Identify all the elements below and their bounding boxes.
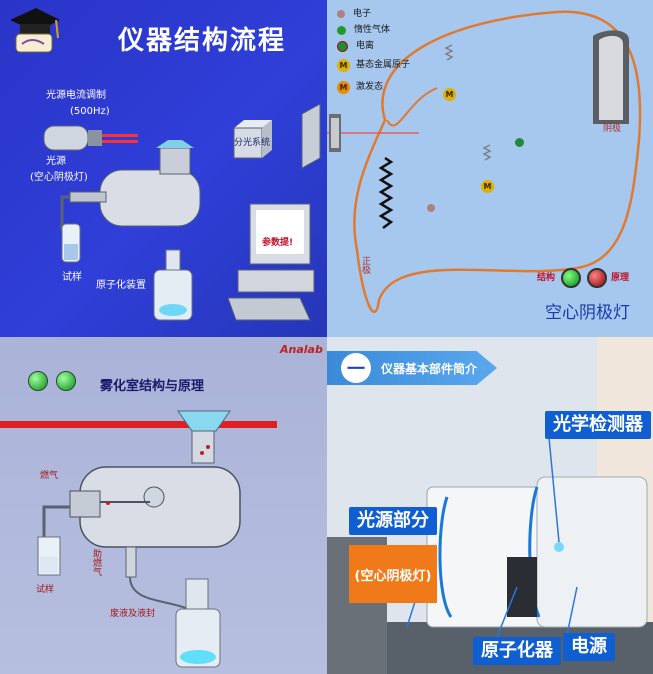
screen-text: 参数提! [262,238,294,248]
electron-particle [427,204,435,212]
sample-label: 试样 [62,272,82,283]
ground-atom-icon: M [337,58,350,72]
cathode-label: 阴极 [603,124,622,134]
electron-icon [337,10,345,18]
ground-atom-particle: M [443,88,456,101]
particle-legend: 电子 惰性气体 电离 M 基态金属原子 M 激发态 [337,6,410,98]
anode-label: 正极 [360,256,370,274]
panel-instrument-parts: 一 仪器基本部件简介 光学检测器 光源部分 (空心阴极灯) 原子化器 电源 [327,337,653,674]
monochromator-label: 分光系统 [234,138,271,148]
lamp-outline [327,10,642,314]
monochromator-icon [233,120,272,159]
panel-instrument-flow: 仪器结构流程 光源电流调制 (500Hz) 光源 (空心阴极灯) 试样 原子化装… [0,0,327,337]
ionized-particle [515,138,524,147]
cathode-cup-icon [593,30,629,124]
hollow-cathode-lamp-icon [43,125,138,151]
legend-inert-gas: 惰性气体 [354,24,391,35]
legend-ionized: 电离 [356,40,375,51]
structure-label: 结构 [537,272,556,283]
panel-atomization-chamber: 雾化室结构与原理 Analab 燃气 助燃气 试样 废液及液封 [0,337,327,674]
excited-atom-icon: M [337,80,350,94]
waste-bottle-icon [175,578,221,668]
light-beam [0,421,277,428]
light-modulation-label: 光源电流调制 [46,90,106,101]
analab-logo: Analab [280,343,323,356]
computer-icon [228,203,315,321]
power-label: 电源 [563,633,615,661]
fuel-gas-label: 燃气 [40,471,59,481]
ionized-icon [337,40,348,52]
play-button[interactable] [28,371,48,391]
instrument-photo [327,337,653,674]
lamp-window-icon [329,114,341,152]
sample-label-3: 试样 [36,585,55,595]
waste-flask-icon [153,249,193,321]
aux-gas-label: 助燃气 [91,549,101,576]
sample-beaker-icon [37,536,61,576]
principle-button[interactable] [587,268,608,288]
hcl-label-4: (空心阴极灯) [349,545,437,603]
legend-excited: 激发态 [356,81,384,92]
ground-atom-particle: M [481,180,494,193]
frequency-label: (500Hz) [70,106,110,117]
hcl-label: (空心阴极灯) [30,172,88,183]
atomizer-label-4: 原子化器 [473,637,561,665]
structure-button[interactable] [561,268,582,288]
detector-plate-icon [301,103,321,169]
legend-ground-atom: 基态金属原子 [356,59,411,70]
nebulizer-diagram [42,410,241,618]
chamber-title: 雾化室结构与原理 [100,379,205,394]
legend-electron: 电子 [353,8,372,19]
atomizer-label: 原子化装置 [96,280,146,291]
lamp-caption: 空心阴极灯 [545,303,630,323]
panel-hollow-cathode-lamp: 电子 惰性气体 电离 M 基态金属原子 M 激发态 M M 阴极 正极 结构 原… [327,0,653,337]
mode-switch: 结构 原理 [537,268,629,288]
light-source-label: 光源 [46,156,66,167]
section-title: 仪器基本部件简介 [381,362,478,376]
atomizer-chamber-icon [60,140,201,230]
section-number: 一 [341,353,371,383]
inert-gas-icon [337,25,346,35]
page-title: 仪器结构流程 [118,26,287,56]
source-label: 光源部分 [349,507,437,535]
test-tube-icon [61,223,81,263]
principle-label: 原理 [611,272,630,283]
waste-label: 废液及液封 [110,609,156,619]
detector-label: 光学检测器 [545,411,651,439]
pause-button[interactable] [56,371,76,391]
graduation-cap-icon [10,8,60,53]
